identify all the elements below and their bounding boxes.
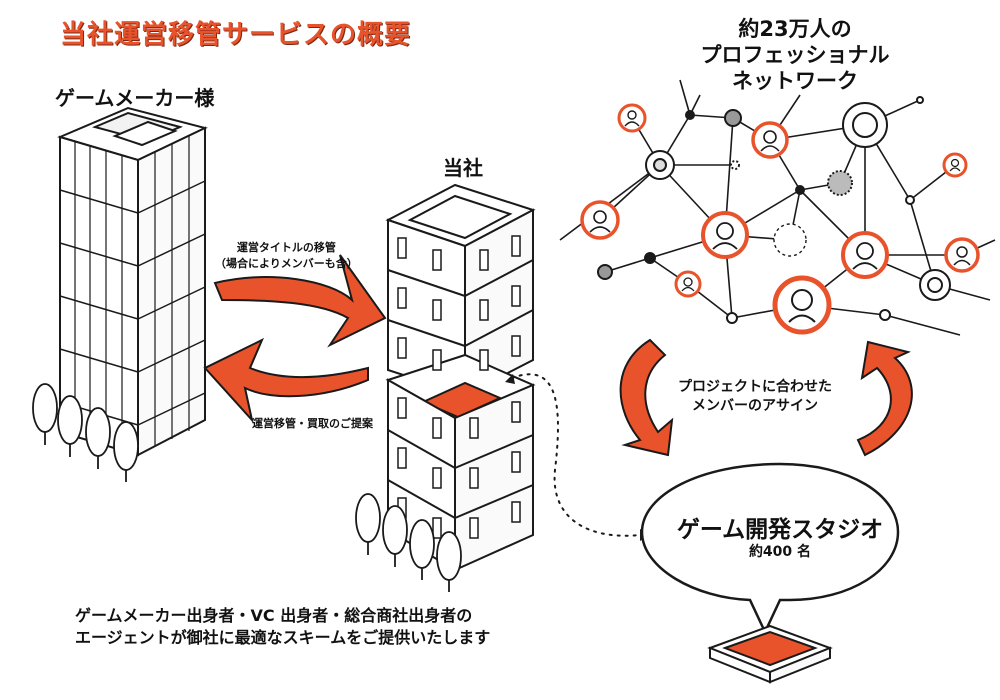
assign-arrow-left — [619, 338, 674, 457]
network-plain-nodes — [597, 96, 959, 324]
maker-label: ゲームメーカー様 — [55, 86, 215, 110]
footer-line2: エージェントが御社に最適なスキームをご提供いたします — [75, 628, 491, 647]
maker-trees — [32, 383, 139, 482]
transfer-label-line1: 運営タイトルの移管 — [236, 241, 336, 254]
footer-text: ゲームメーカー出身者・VC 出身者・総合商社出身者の エージェントが御社に最適な… — [75, 605, 490, 649]
person-node — [751, 121, 789, 159]
person-node — [772, 275, 832, 335]
maker-building — [57, 106, 208, 457]
proposal-label: 運営移管・買取のご提案 — [252, 417, 373, 430]
footer-line1: ゲームメーカー出身者・VC 出身者・総合商社出身者の — [75, 606, 473, 625]
person-node — [580, 200, 620, 240]
network-label-line2: プロフェッショナル — [700, 43, 890, 67]
assign-arrow-right — [856, 340, 913, 457]
studio-box — [707, 624, 833, 684]
network-label: 約23万人の プロフェッショナル ネットワーク — [690, 16, 900, 94]
person-node — [944, 237, 980, 273]
network-label-line1: 約23万人の — [738, 17, 852, 41]
transfer-arrow — [213, 254, 387, 348]
network-person-nodes — [580, 103, 980, 335]
studio-name: ゲーム開発スタジオ — [676, 517, 884, 543]
person-node — [841, 231, 889, 279]
page-title: 当社運営移管サービスの概要 — [60, 20, 412, 50]
company-label: 当社 — [443, 156, 483, 180]
company-building — [385, 183, 536, 572]
studio-count: 約400 名 — [748, 544, 812, 560]
proposal-arrow — [203, 337, 369, 424]
person-node — [617, 103, 647, 133]
network-label-line3: ネットワーク — [732, 69, 858, 93]
assign-label: プロジェクトに合わせた メンバーのアサイン — [650, 378, 860, 416]
assign-label-line1: プロジェクトに合わせた — [678, 379, 832, 395]
person-node — [701, 211, 749, 259]
company-trees — [355, 493, 462, 592]
assign-label-line2: メンバーのアサイン — [692, 398, 818, 414]
transfer-label: 運営タイトルの移管 （場合によりメンバーも含） — [215, 240, 358, 272]
transfer-label-line2: （場合によりメンバーも含） — [215, 257, 358, 270]
person-node — [942, 152, 968, 178]
person-node — [674, 270, 702, 298]
